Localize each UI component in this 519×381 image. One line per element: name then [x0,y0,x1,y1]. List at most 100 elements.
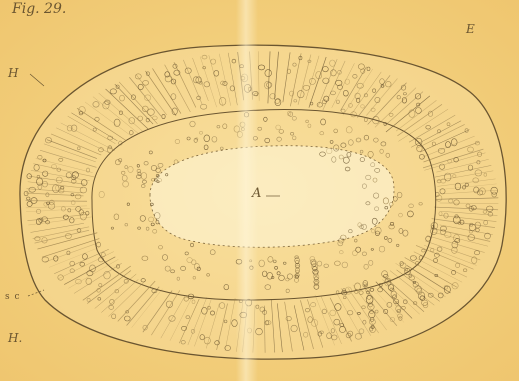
striation-line [434,206,499,211]
cell-nucleus [295,274,299,279]
cell-nucleus [293,99,298,103]
striation-line [271,299,276,353]
cell-nucleus [145,226,150,231]
cell-nucleus [363,117,368,122]
cell-nucleus [385,81,392,88]
page-fold [236,0,258,381]
label-H-top: H [8,66,19,80]
cell-nucleus [62,214,69,220]
cell-nucleus [389,221,395,226]
cell-nucleus [168,315,176,322]
cell-nucleus [364,287,370,292]
cell-nucleus [448,198,454,204]
cell-nucleus [330,90,336,96]
cell-nucleus [362,280,368,286]
cell-nucleus [475,228,480,233]
cell-nucleus [196,266,201,272]
cell-nucleus [341,290,348,296]
cell-nucleus [476,160,481,165]
cell-nucleus [92,127,97,132]
striation-line [416,124,465,149]
cell-nucleus [366,66,371,71]
cell-nucleus [321,308,327,315]
cell-nucleus [164,71,170,78]
cell-nucleus [276,271,281,276]
cell-nucleus [398,316,403,321]
striation-line [366,78,398,116]
cell-nucleus [79,186,87,194]
cell-nucleus [264,80,272,90]
cell-nucleus [103,271,111,280]
striation-line [336,293,363,339]
cell-nucleus [422,302,429,309]
cell-nucleus [41,256,49,263]
cell-nucleus [69,268,75,273]
cell-nucleus [342,288,346,293]
striation-line [183,59,203,105]
striation-line [94,273,137,309]
cell-nucleus [412,280,417,284]
cell-nucleus [431,225,436,229]
cell-nucleus [145,71,150,76]
cell-nucleus [42,170,49,177]
cell-nucleus [202,66,206,70]
cell-nucleus [94,116,100,122]
cell-nucleus [161,114,166,120]
cell-nucleus [368,310,376,319]
cell-nucleus [144,94,152,101]
cell-nucleus [455,262,460,268]
cell-nucleus [220,146,224,151]
cell-nucleus [141,179,147,184]
cell-nucleus [193,76,199,84]
cell-nucleus [348,229,353,234]
striation-line [205,303,220,349]
cell-nucleus [294,255,299,259]
cell-nucleus [407,210,414,218]
cell-nucleus [491,191,497,198]
striation-line [305,55,320,101]
cell-nucleus [107,146,113,153]
striation-line [277,303,283,353]
cell-nucleus [224,345,231,351]
cell-nucleus [354,92,361,100]
cell-nucleus [430,222,439,230]
cell-nucleus [141,184,146,188]
cell-nucleus [321,99,327,105]
cell-nucleus [396,191,403,199]
cell-nucleus [323,263,329,268]
cell-nucleus [51,164,57,170]
cell-nucleus [384,278,392,287]
cell-nucleus [358,328,365,334]
cell-nucleus [195,76,202,84]
cell-nucleus [384,277,392,284]
striation-line [297,54,312,105]
cell-nucleus [152,229,158,234]
cell-nucleus [151,288,158,294]
striation-line [411,120,462,148]
cell-nucleus [434,252,440,258]
cell-nucleus [183,296,189,302]
striation-line [351,71,382,114]
cell-nucleus [142,105,149,112]
cell-nucleus [176,276,180,281]
cell-nucleus [329,309,336,317]
striation-line [179,298,200,344]
striation-line [50,133,102,156]
striation-line [152,68,182,114]
cell-nucleus [402,92,407,96]
striation-line [437,170,494,181]
cell-nucleus [354,282,361,291]
cell-nucleus [418,154,425,160]
cell-nucleus [363,93,368,98]
cell-nucleus [150,222,155,227]
striation-line [318,59,338,106]
cell-nucleus [34,236,41,242]
cell-nucleus [345,126,353,134]
striation-line [395,100,437,132]
cell-nucleus [459,219,465,225]
cell-nucleus [476,189,484,196]
cell-nucleus [342,89,349,97]
cell-nucleus [326,148,333,155]
striation-line [26,208,90,212]
striation-line [25,205,87,209]
